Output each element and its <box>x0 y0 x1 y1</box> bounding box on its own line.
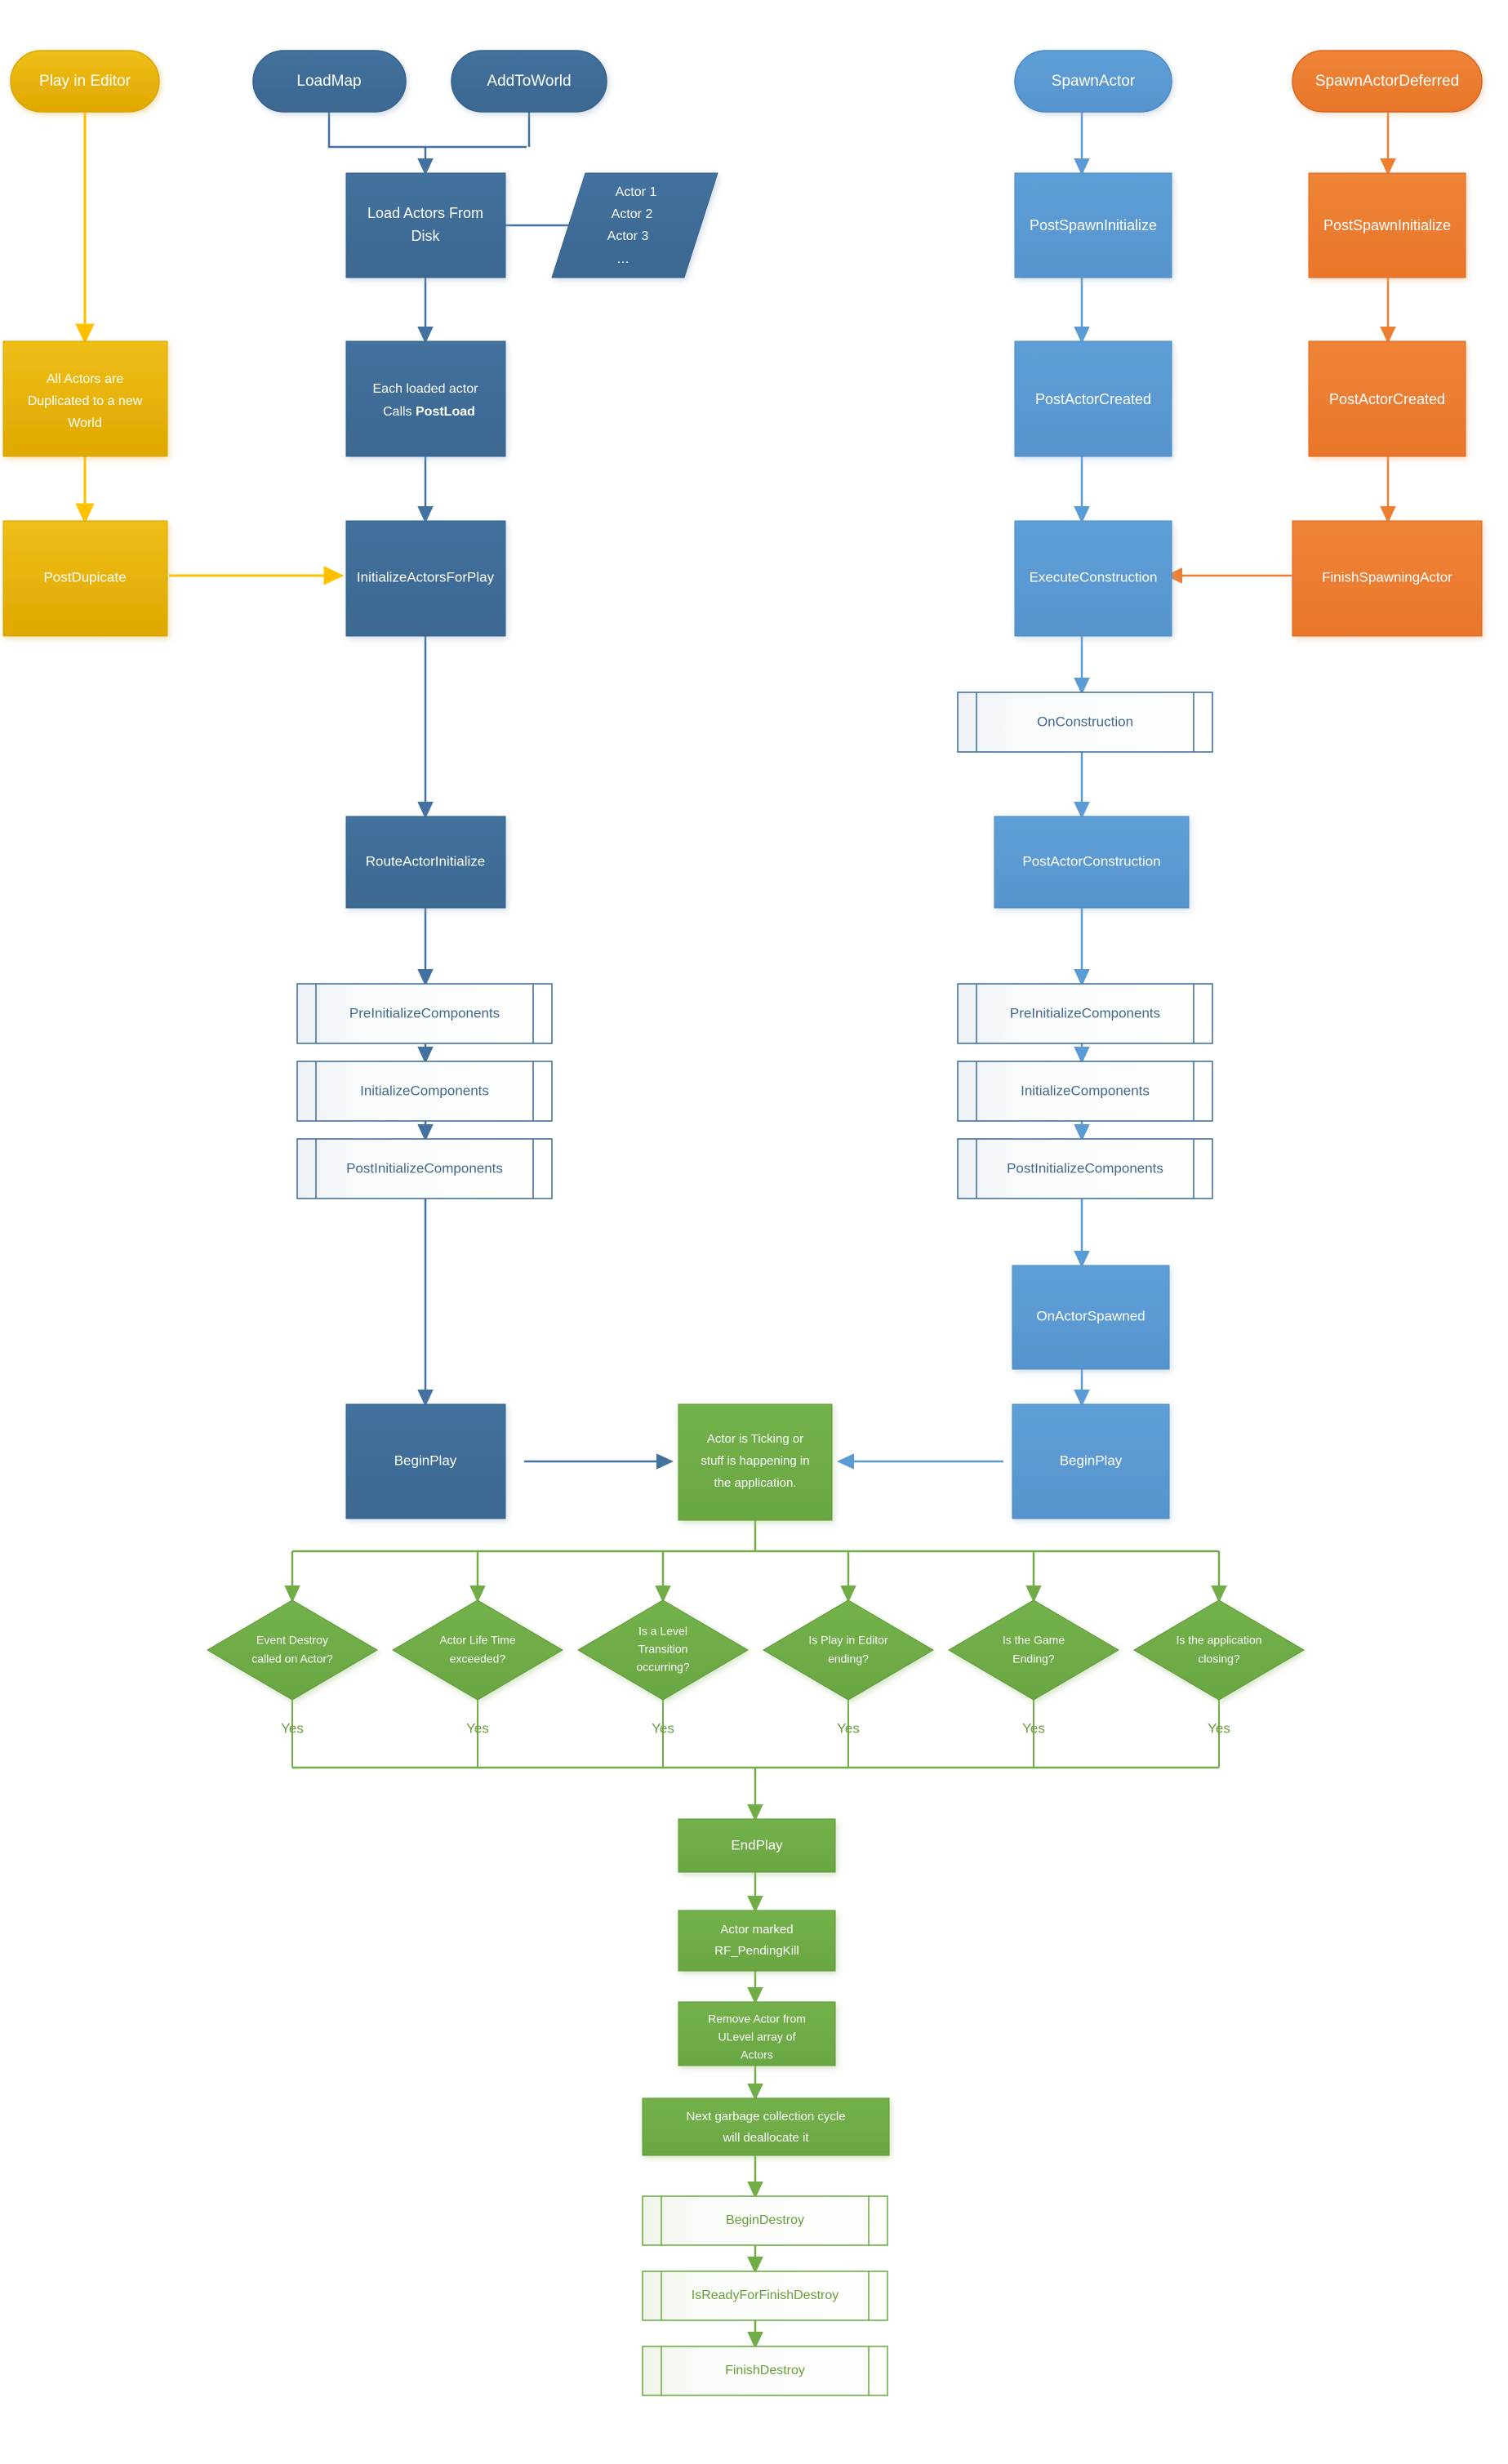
decision-play-in-editor-ending-shape[interactable] <box>763 1599 934 1701</box>
end-play-shape[interactable] <box>678 1818 836 1873</box>
node-spawn-actor[interactable]: SpawnActor <box>1014 50 1172 113</box>
node-end-play[interactable]: EndPlay <box>678 1818 836 1873</box>
pre-initialize-components-right-shape[interactable] <box>957 983 1213 1044</box>
load-actors-from-disk-shape[interactable] <box>345 172 506 278</box>
node-post-spawn-initialize-blue[interactable]: PostSpawnInitialize <box>1014 172 1172 278</box>
node-spawn-actor-deferred[interactable]: SpawnActorDeferred <box>1292 50 1483 113</box>
initialize-components-right-shape[interactable] <box>957 1061 1213 1122</box>
node-actor-marked-pendingkill[interactable]: Actor marked RF_PendingKill <box>678 1910 836 1972</box>
node-post-duplicate[interactable]: PostDupicate <box>2 520 168 637</box>
post-actor-created-orange-shape[interactable] <box>1308 340 1466 457</box>
decision-actor-life-time-shape[interactable] <box>392 1599 563 1701</box>
node-route-actor-initialize[interactable]: RouteActorInitialize <box>345 816 506 909</box>
initialize-actors-for-play-shape[interactable] <box>345 520 506 637</box>
play-in-editor-shape[interactable] <box>10 50 160 113</box>
node-post-initialize-components-left[interactable]: PostInitializeComponents <box>296 1138 553 1199</box>
decision-event-destroy-shape[interactable] <box>207 1599 378 1701</box>
actor-is-ticking-shape[interactable] <box>678 1403 833 1521</box>
node-finish-spawning-actor[interactable]: FinishSpawningActor <box>1292 520 1483 637</box>
post-actor-construction-shape[interactable] <box>994 816 1190 909</box>
node-all-actors-duplicated[interactable]: All Actors are Duplicated to a new World <box>2 340 168 457</box>
is-ready-for-finish-destroy-shape[interactable] <box>642 2271 888 2321</box>
node-actor-is-ticking[interactable]: Actor is Ticking or stuff is happening i… <box>678 1403 833 1521</box>
begin-destroy-shape[interactable] <box>642 2195 888 2246</box>
finish-destroy-shape[interactable] <box>642 2346 888 2396</box>
edge-loadmap-join <box>327 112 527 149</box>
node-pre-initialize-components-left[interactable]: PreInitializeComponents <box>296 983 553 1044</box>
node-on-actor-spawned[interactable]: OnActorSpawned <box>1012 1265 1170 1370</box>
actor-list-shape[interactable] <box>551 172 718 278</box>
next-garbage-collection-shape[interactable] <box>642 2097 890 2156</box>
node-execute-construction[interactable]: ExecuteConstruction <box>1014 520 1172 637</box>
node-on-construction[interactable]: OnConstruction <box>957 692 1213 753</box>
node-begin-play-right[interactable]: BeginPlay <box>1012 1403 1170 1519</box>
spawn-actor-shape[interactable] <box>1014 50 1172 113</box>
node-load-actors-from-disk[interactable]: Load Actors From Disk <box>345 172 506 278</box>
node-post-actor-created-orange[interactable]: PostActorCreated <box>1308 340 1466 457</box>
node-initialize-components-left[interactable]: InitializeComponents <box>296 1061 553 1122</box>
node-each-loaded-actor[interactable]: Each loaded actor Calls PostLoad <box>345 340 506 457</box>
post-spawn-initialize-orange-shape[interactable] <box>1308 172 1466 278</box>
connector-layer <box>75 112 1396 2350</box>
decision-level-transition-shape[interactable] <box>577 1599 749 1701</box>
node-next-garbage-collection[interactable]: Next garbage collection cycle will deall… <box>642 2097 890 2156</box>
node-post-initialize-components-right[interactable]: PostInitializeComponents <box>957 1138 1213 1199</box>
node-finish-destroy[interactable]: FinishDestroy <box>642 2346 888 2396</box>
add-to-world-shape[interactable] <box>451 50 607 113</box>
each-loaded-actor-shape[interactable] <box>345 340 506 457</box>
node-remove-actor-from-ulevel[interactable]: Remove Actor from ULevel array of Actors <box>678 2001 836 2066</box>
initialize-components-left-shape[interactable] <box>296 1061 553 1122</box>
post-initialize-components-left-shape[interactable] <box>296 1138 553 1199</box>
node-initialize-components-right[interactable]: InitializeComponents <box>957 1061 1213 1122</box>
node-play-in-editor[interactable]: Play in Editor <box>10 50 160 113</box>
spawn-actor-deferred-shape[interactable] <box>1292 50 1483 113</box>
node-initialize-actors-for-play[interactable]: InitializeActorsForPlay <box>345 520 506 637</box>
post-initialize-components-right-shape[interactable] <box>957 1138 1213 1199</box>
actor-marked-pendingkill-shape[interactable] <box>678 1910 836 1972</box>
decision-application-closing-shape[interactable] <box>1133 1599 1305 1701</box>
node-begin-play-left[interactable]: BeginPlay <box>345 1403 506 1519</box>
finish-spawning-actor-shape[interactable] <box>1292 520 1483 637</box>
post-duplicate-shape[interactable] <box>2 520 168 637</box>
begin-play-left-shape[interactable] <box>345 1403 506 1519</box>
on-construction-shape[interactable] <box>957 692 1213 753</box>
node-post-spawn-initialize-orange[interactable]: PostSpawnInitialize <box>1308 172 1466 278</box>
route-actor-initialize-shape[interactable] <box>345 816 506 909</box>
execute-construction-shape[interactable] <box>1014 520 1172 637</box>
remove-actor-from-ulevel-shape[interactable] <box>678 2001 836 2066</box>
all-actors-duplicated-shape[interactable] <box>2 340 168 457</box>
node-load-map[interactable]: LoadMap <box>252 50 407 113</box>
node-is-ready-for-finish-destroy[interactable]: IsReadyForFinishDestroy <box>642 2271 888 2321</box>
post-spawn-initialize-blue-shape[interactable] <box>1014 172 1172 278</box>
on-actor-spawned-shape[interactable] <box>1012 1265 1170 1370</box>
node-begin-destroy[interactable]: BeginDestroy <box>642 2195 888 2246</box>
node-post-actor-construction[interactable]: PostActorConstruction <box>994 816 1190 909</box>
load-map-shape[interactable] <box>252 50 407 113</box>
pre-initialize-components-left-shape[interactable] <box>296 983 553 1044</box>
node-pre-initialize-components-right[interactable]: PreInitializeComponents <box>957 983 1213 1044</box>
node-add-to-world[interactable]: AddToWorld <box>451 50 607 113</box>
decision-game-ending-shape[interactable] <box>948 1599 1119 1701</box>
node-post-actor-created-blue[interactable]: PostActorCreated <box>1014 340 1172 457</box>
post-actor-created-blue-shape[interactable] <box>1014 340 1172 457</box>
begin-play-right-shape[interactable] <box>1012 1403 1170 1519</box>
